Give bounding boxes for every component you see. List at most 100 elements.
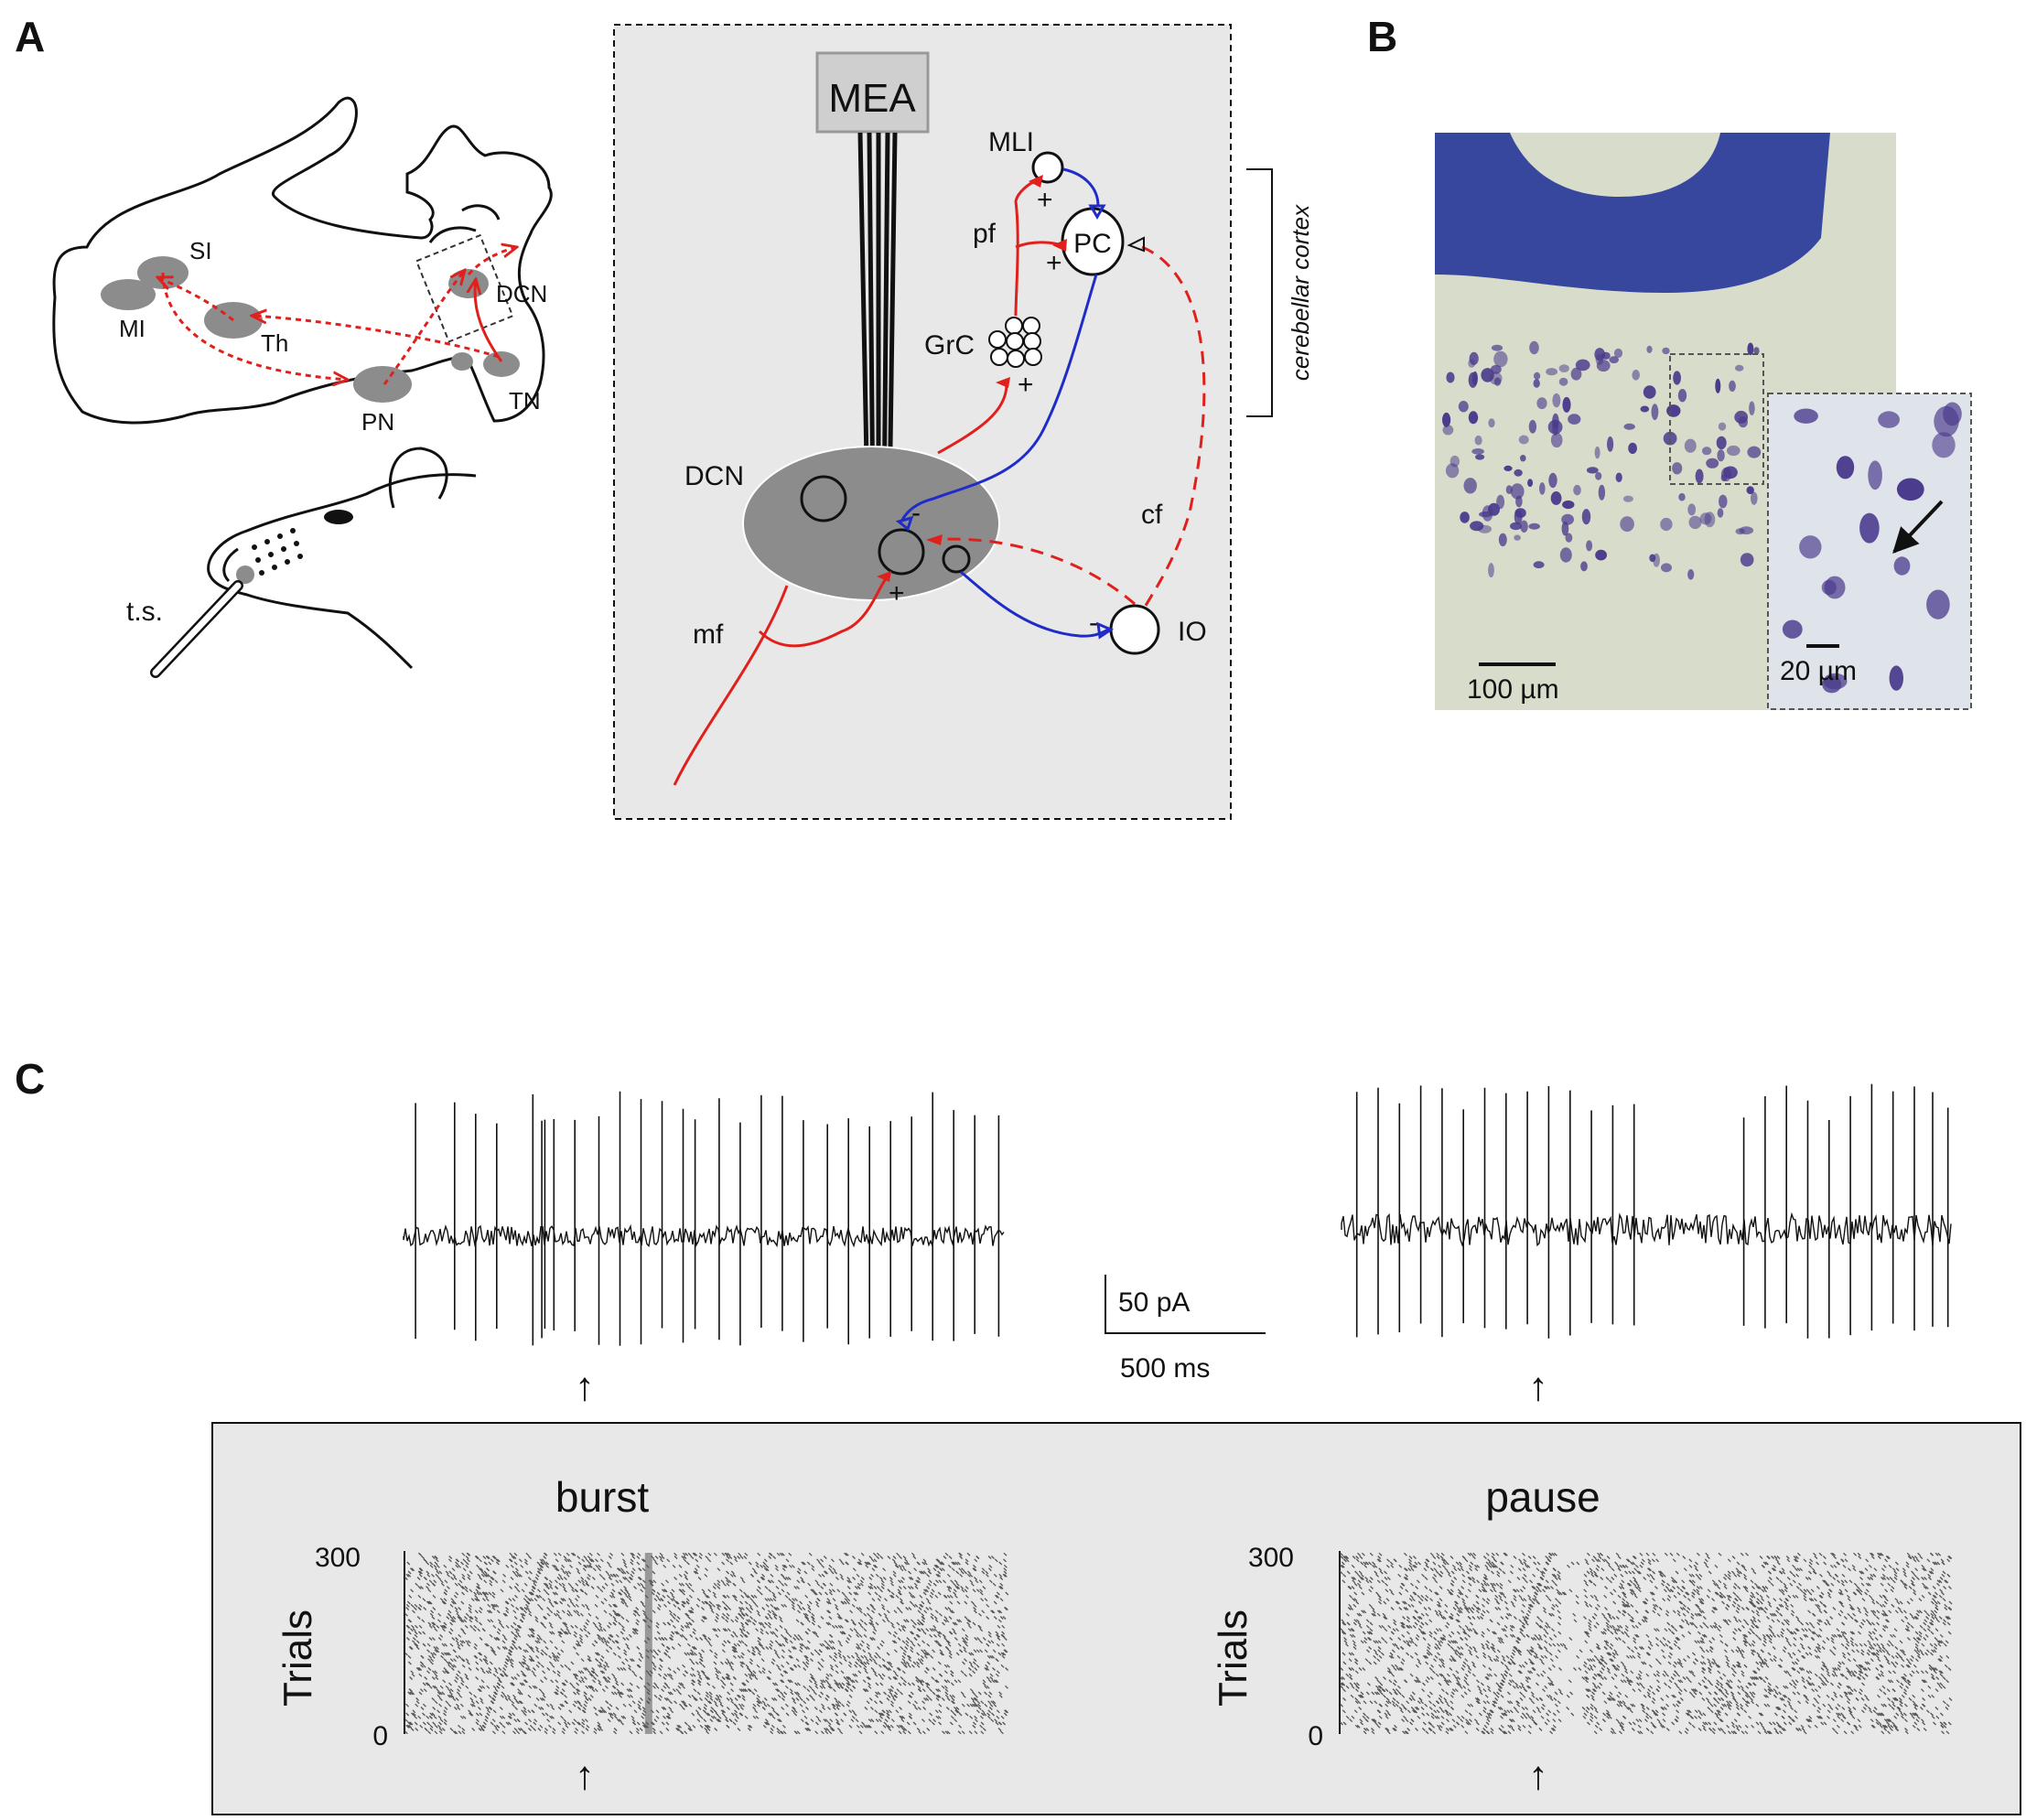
raster-tick xyxy=(706,1640,711,1644)
raster-tick xyxy=(999,1577,1004,1580)
raster-tick xyxy=(846,1600,850,1605)
raster-tick xyxy=(1482,1707,1487,1710)
raster-tick xyxy=(768,1712,772,1717)
raster-tick xyxy=(505,1564,510,1568)
raster-tick xyxy=(1638,1718,1643,1723)
raster-tick xyxy=(965,1594,969,1599)
raster-tick xyxy=(585,1582,589,1587)
raster-tick xyxy=(898,1579,901,1584)
raster-tick xyxy=(903,1619,907,1623)
raster-tick xyxy=(1455,1721,1460,1726)
raster-tick xyxy=(1850,1730,1855,1735)
raster-tick xyxy=(484,1661,489,1665)
raster-tick xyxy=(715,1697,719,1701)
raster-tick xyxy=(590,1558,595,1563)
raster-tick xyxy=(1409,1721,1414,1726)
raster-tick xyxy=(485,1598,490,1602)
raster-tick xyxy=(504,1612,508,1617)
neuron-blob xyxy=(1565,533,1573,543)
raster-tick xyxy=(410,1603,415,1608)
raster-tick xyxy=(641,1586,646,1589)
raster-tick xyxy=(491,1594,496,1599)
raster-tick xyxy=(805,1721,810,1726)
raster-tick xyxy=(1460,1718,1464,1723)
neuron-blob xyxy=(1678,492,1686,501)
raster-tick xyxy=(599,1628,604,1632)
raster-tick xyxy=(581,1721,586,1726)
raster-tick xyxy=(571,1721,576,1726)
raster-tick xyxy=(623,1564,628,1568)
raster-tick xyxy=(851,1603,856,1608)
raster-tick xyxy=(560,1649,565,1653)
raster-tick xyxy=(824,1570,827,1575)
raster-tick xyxy=(955,1707,960,1710)
raster-tick xyxy=(1460,1715,1465,1719)
raster-tick xyxy=(687,1586,692,1589)
neuron-blob xyxy=(1586,540,1593,552)
raster-tick xyxy=(490,1619,494,1623)
raster-tick xyxy=(589,1694,594,1698)
raster-tick xyxy=(597,1721,601,1726)
raster-tick xyxy=(513,1628,518,1632)
raster-tick xyxy=(440,1582,445,1587)
raster-tick xyxy=(1901,1715,1905,1719)
raster-tick xyxy=(461,1658,466,1663)
raster-left xyxy=(404,1552,1009,1735)
raster-tick xyxy=(955,1652,960,1656)
raster-tick xyxy=(1628,1721,1633,1726)
raster-tick xyxy=(764,1721,768,1726)
raster-tick xyxy=(1002,1616,1007,1620)
raster-tick xyxy=(523,1679,527,1684)
raster-tick xyxy=(989,1654,994,1659)
raster-tick xyxy=(486,1556,490,1559)
raster-tick xyxy=(979,1649,984,1653)
raster-tick xyxy=(960,1670,965,1675)
raster-tick xyxy=(874,1709,878,1714)
raster-tick xyxy=(837,1616,842,1620)
raster-tick xyxy=(705,1694,709,1698)
raster-tick xyxy=(706,1594,710,1599)
raster-tick xyxy=(817,1624,822,1629)
raster-tick xyxy=(1583,1712,1588,1717)
raster-tick xyxy=(878,1654,881,1659)
raster-tick xyxy=(524,1594,529,1599)
raster-tick xyxy=(487,1603,491,1608)
raster-tick xyxy=(1387,1700,1392,1705)
raster-tick xyxy=(1893,1715,1898,1719)
raster-tick xyxy=(761,1707,766,1710)
raster-tick xyxy=(1509,1700,1514,1705)
raster-tick xyxy=(751,1652,756,1656)
raster-tick xyxy=(747,1649,751,1653)
raster-tick xyxy=(628,1594,631,1599)
raster-tick xyxy=(762,1564,767,1568)
raster-tick xyxy=(523,1649,527,1653)
raster-tick xyxy=(663,1588,667,1593)
raster-tick xyxy=(1426,1712,1430,1717)
raster-tick xyxy=(428,1637,433,1641)
raster-tick xyxy=(857,1664,862,1668)
raster-tick xyxy=(572,1685,576,1689)
raster-tick xyxy=(1517,1728,1522,1731)
raster-tick xyxy=(407,1691,412,1696)
raster-tick xyxy=(473,1591,478,1596)
raster-tick xyxy=(743,1633,748,1638)
raster-tick xyxy=(725,1616,729,1620)
raster-tick xyxy=(692,1724,696,1728)
raster-tick xyxy=(528,1658,533,1663)
raster-tick xyxy=(695,1709,699,1714)
raster-tick xyxy=(810,1676,814,1680)
raster-tick xyxy=(990,1640,995,1644)
raster-tick xyxy=(759,1642,763,1647)
raster-tick xyxy=(729,1573,734,1578)
neuron-blob xyxy=(1684,438,1697,453)
neuron-blob xyxy=(1518,435,1529,445)
raster-tick xyxy=(1000,1664,1005,1668)
raster-tick xyxy=(423,1607,427,1610)
raster-tick xyxy=(1712,1728,1716,1731)
raster-tick xyxy=(832,1598,836,1602)
raster-tick xyxy=(501,1685,505,1689)
raster-tick xyxy=(1428,1700,1432,1705)
raster-tick xyxy=(684,1670,689,1675)
raster-tick xyxy=(952,1700,955,1705)
scale-x-label: 500 ms xyxy=(1120,1353,1210,1384)
